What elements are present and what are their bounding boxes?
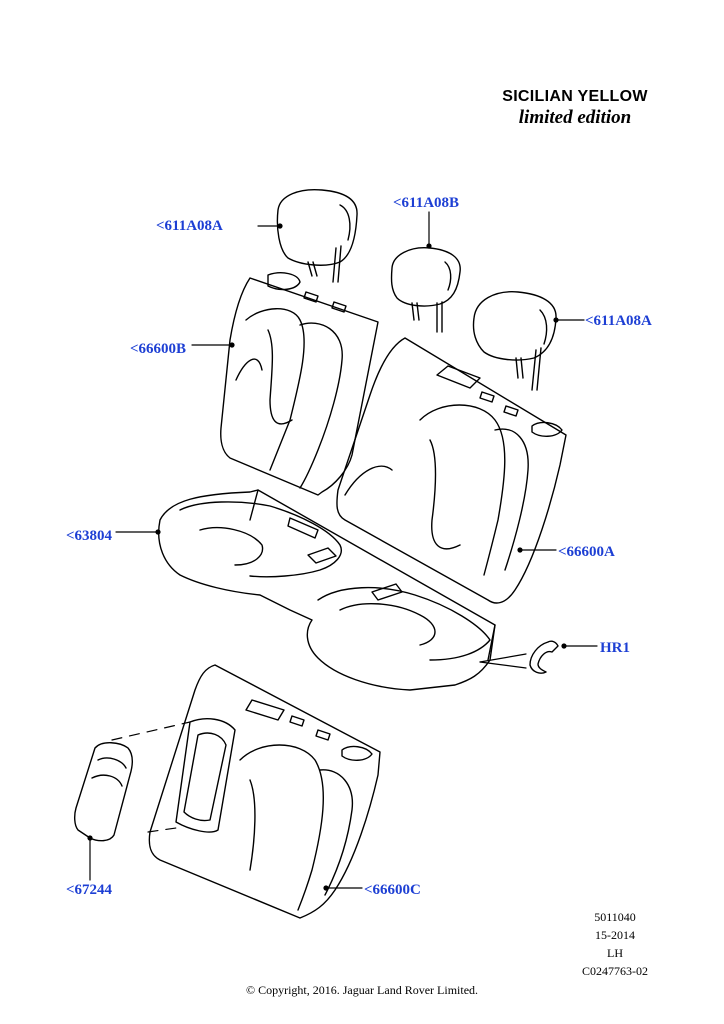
leader-lines — [87, 211, 598, 891]
callout-backrest-cover-right[interactable]: <66600A — [558, 544, 615, 560]
armrest-link-lines — [111, 721, 191, 833]
callout-hook-ring[interactable]: HR1 — [600, 640, 630, 656]
headrest-center-illustration — [390, 247, 461, 333]
hook-ring-illustration — [529, 640, 559, 674]
headrest-left-illustration — [276, 188, 358, 283]
cushion-illustration — [158, 489, 496, 691]
callout-headrest-center[interactable]: <611A08B — [393, 195, 460, 211]
callout-cushion-cover[interactable]: <63804 — [66, 528, 113, 544]
edition-title: SICILIAN YELLOW — [502, 88, 648, 105]
callout-headrest-left[interactable]: <611A08A — [156, 218, 223, 234]
copyright-notice: © Copyright, 2016. Jaguar Land Rover Lim… — [245, 983, 479, 997]
backrest-lower-illustration — [148, 664, 381, 919]
backrest-right-illustration — [336, 337, 567, 604]
backrest-left-illustration — [220, 272, 379, 496]
drawing-date: 15-2014 — [595, 928, 635, 942]
headrest-right-illustration — [472, 291, 557, 391]
callout-headrest-right[interactable]: <611A08A — [585, 313, 652, 329]
callout-backrest-cover-lower[interactable]: <66600C — [364, 882, 421, 898]
callout-armrest[interactable]: <67244 — [66, 882, 113, 898]
edition-subtitle: limited edition — [518, 107, 632, 128]
drawing-number: 5011040 — [594, 910, 636, 924]
drawing-ref: C0247763-02 — [582, 964, 648, 978]
drawing-side: LH — [607, 946, 623, 960]
armrest-illustration — [73, 742, 134, 842]
callout-backrest-cover-left[interactable]: <66600B — [130, 341, 187, 357]
